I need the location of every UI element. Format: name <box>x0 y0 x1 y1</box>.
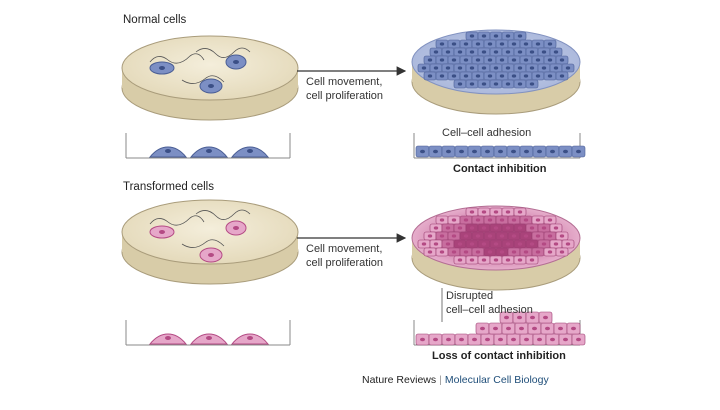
transformed-result-label: Loss of contact inhibition <box>432 350 566 362</box>
credit-subject: Molecular Cell Biology <box>444 374 549 386</box>
transformed-right-section <box>413 288 586 346</box>
normal-right-section <box>413 133 586 159</box>
transformed-adhesion-label-2: cell–cell adhesion <box>446 304 533 316</box>
normal-adhesion-label: Cell–cell adhesion <box>442 127 532 139</box>
normal-right-dish <box>411 29 581 115</box>
transformed-left-dish <box>121 199 299 285</box>
transformed-arrow-label-2: cell proliferation <box>306 257 384 269</box>
normal-left-section <box>125 133 291 159</box>
normal-arrow-label-2: cell proliferation <box>306 90 384 102</box>
transformed-arrow-label-1: Cell movement, <box>306 243 383 255</box>
transformed-right-dish <box>411 205 581 291</box>
credit-journal: Nature Reviews <box>362 374 437 386</box>
figure-credit: Nature Reviews|Molecular Cell Biology <box>362 374 549 386</box>
normal-arrow-label-1: Cell movement, <box>306 76 383 88</box>
transformed-title: Transformed cells <box>123 181 214 193</box>
credit-separator: | <box>439 374 442 386</box>
normal-left-dish <box>121 35 299 121</box>
normal-title: Normal cells <box>123 14 187 26</box>
transformed-left-section <box>125 320 291 346</box>
transformed-adhesion-label-1: Disrupted <box>446 290 494 302</box>
normal-result-label: Contact inhibition <box>453 163 547 175</box>
